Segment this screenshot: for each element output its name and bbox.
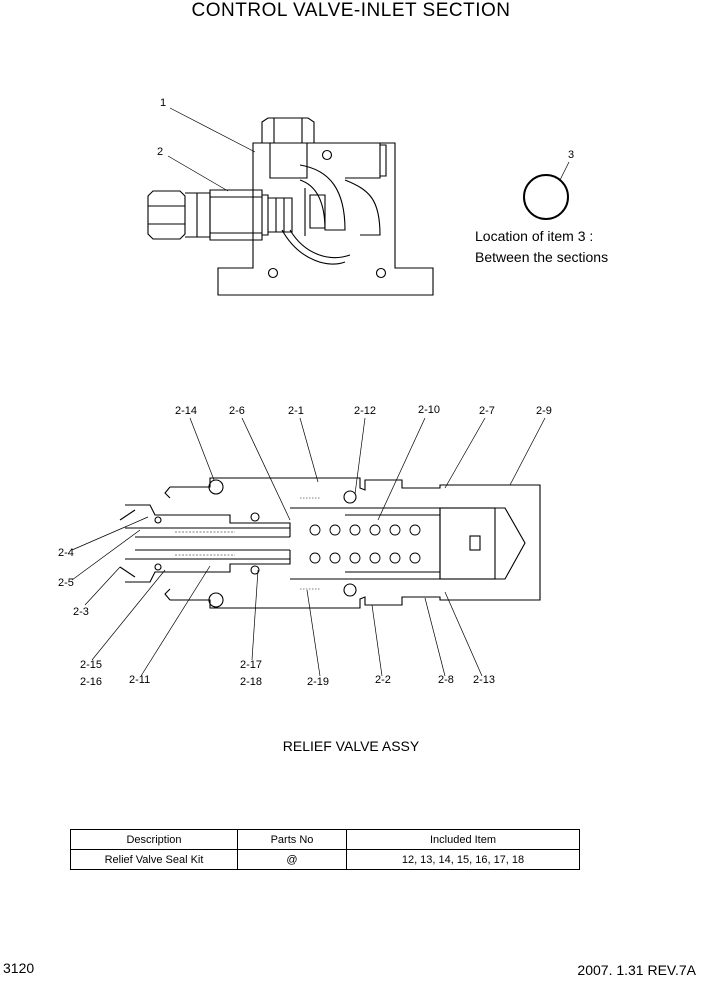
relief-valve-cartridge bbox=[147, 189, 293, 241]
relief-valve-section bbox=[119, 477, 541, 609]
table-row: Relief Valve Seal Kit @ 12, 13, 14, 15, … bbox=[70, 849, 580, 870]
cell-parts-no: @ bbox=[237, 849, 347, 870]
callout-2-19: 2-19 bbox=[307, 676, 329, 688]
inlet-fitting bbox=[261, 117, 387, 265]
assembly-caption: RELIEF VALVE ASSY bbox=[282, 738, 420, 754]
table-header-row: Description Parts No Included Item bbox=[70, 829, 580, 850]
location-note-line2: Between the sections bbox=[475, 249, 609, 265]
relief-leader-lines bbox=[71, 417, 546, 677]
callout-2-4: 2-4 bbox=[58, 547, 74, 559]
cell-included-item: 12, 13, 14, 15, 16, 17, 18 bbox=[346, 849, 580, 870]
callout-2-8: 2-8 bbox=[438, 674, 454, 686]
callout-2-3: 2-3 bbox=[73, 606, 89, 618]
page-title: CONTROL VALVE-INLET SECTION bbox=[191, 0, 511, 21]
callout-2-7: 2-7 bbox=[479, 405, 495, 417]
callout-1: 1 bbox=[160, 97, 166, 109]
callout-2-14: 2-14 bbox=[175, 405, 197, 417]
callout-2-2: 2-2 bbox=[375, 674, 391, 686]
callout-2-9: 2-9 bbox=[536, 405, 552, 417]
callout-2-11: 2-11 bbox=[129, 674, 150, 686]
callout-2-13: 2-13 bbox=[473, 674, 495, 686]
callout-2-12: 2-12 bbox=[354, 405, 376, 417]
callout-2-1: 2-1 bbox=[288, 405, 304, 417]
top-leader-lines bbox=[167, 107, 570, 192]
column-header-description: Description bbox=[70, 829, 238, 850]
callout-2-5: 2-5 bbox=[58, 577, 74, 589]
callout-2-16: 2-16 bbox=[80, 676, 102, 688]
column-header-parts-no: Parts No bbox=[237, 829, 347, 850]
column-header-included-item: Included Item bbox=[346, 829, 580, 850]
revision-date: 2007. 1.31 REV.7A bbox=[577, 962, 696, 978]
seal-kit-table: Description Parts No Included Item Relie… bbox=[70, 829, 580, 870]
callout-2-6: 2-6 bbox=[229, 405, 245, 417]
inlet-section-body bbox=[217, 142, 434, 296]
o-ring-item-3 bbox=[523, 174, 569, 220]
callout-2: 2 bbox=[157, 146, 163, 158]
callout-3: 3 bbox=[568, 149, 574, 161]
page-number: 3120 bbox=[3, 960, 35, 976]
location-note-line1: Location of item 3 : bbox=[475, 228, 594, 244]
cell-description: Relief Valve Seal Kit bbox=[70, 849, 238, 870]
callout-2-18: 2-18 bbox=[240, 676, 262, 688]
callout-2-17: 2-17 bbox=[240, 659, 262, 671]
callout-2-15: 2-15 bbox=[80, 659, 102, 671]
callout-2-10: 2-10 bbox=[418, 404, 440, 416]
